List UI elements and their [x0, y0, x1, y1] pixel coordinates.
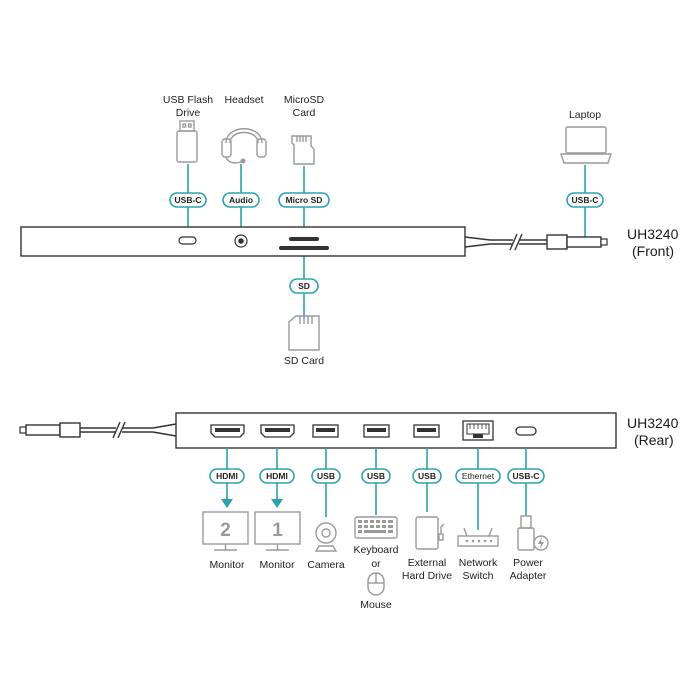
svg-text:USB: USB	[418, 471, 436, 481]
microsd-card-label-2: Card	[293, 107, 316, 119]
svg-text:HDMI: HDMI	[266, 471, 288, 481]
svg-text:HDMI: HDMI	[216, 471, 238, 481]
svg-text:USB: USB	[317, 471, 335, 481]
laptop-label: Laptop	[569, 109, 601, 121]
monitor-1-number: 1	[272, 520, 283, 541]
power-adapter-icon	[517, 515, 549, 551]
ethernet-badge: Ethernet	[455, 468, 501, 484]
rear-cable	[19, 421, 177, 439]
hdmi-2-arrow	[271, 499, 283, 508]
svg-text:USB-C: USB-C	[513, 471, 540, 481]
usb-c-badge: USB-C	[169, 192, 207, 208]
svg-text:Audio: Audio	[229, 195, 253, 205]
rear-hub-body	[175, 412, 617, 449]
rear-model-label: UH3240	[627, 415, 679, 431]
audio-jack-hole	[238, 238, 244, 244]
external-hard-drive-label-2: Hard Drive	[402, 570, 452, 582]
hdmi-badge-1: HDMI	[209, 468, 245, 484]
network-switch-label-2: Switch	[463, 570, 494, 582]
monitor-b-label: Monitor	[259, 559, 295, 571]
power-adapter-label-1: Power	[513, 557, 543, 569]
camera-icon	[314, 522, 338, 552]
ethernet-port	[462, 420, 494, 441]
sd-badge: SD	[289, 278, 319, 294]
hdmi-badge-2: HDMI	[259, 468, 295, 484]
usb-flash-drive-icon	[176, 120, 198, 163]
mouse-icon	[367, 572, 385, 596]
audio-badge: Audio	[222, 192, 260, 208]
sd-card-icon	[288, 315, 320, 351]
microsd-slot	[289, 237, 319, 241]
usb-badge-2: USB	[361, 468, 391, 484]
microsd-card-icon	[291, 135, 315, 165]
front-side-label: (Front)	[632, 243, 674, 259]
external-hard-drive-label-1: External	[408, 557, 447, 569]
monitor-1-icon: 1	[254, 511, 301, 551]
front-model-label: UH3240	[627, 226, 679, 242]
svg-text:Micro SD: Micro SD	[286, 195, 323, 205]
front-section: USB Flash Drive Headset MicroSD Card Lap…	[20, 94, 679, 367]
usb-flash-drive-label-1: USB Flash	[163, 94, 213, 106]
monitor-2-number: 2	[220, 520, 231, 541]
keyboard-icon	[354, 516, 398, 539]
headset-label: Headset	[224, 94, 263, 106]
microsd-card-label-1: MicroSD	[284, 94, 325, 106]
mouse-label: Mouse	[360, 599, 392, 611]
sd-slot	[279, 246, 329, 250]
usb-c-rear-badge: USB-C	[507, 468, 545, 484]
svg-text:SD: SD	[298, 281, 310, 291]
external-hard-drive-icon	[415, 516, 445, 550]
hdmi-1-arrow	[221, 499, 233, 508]
usb-badge-3: USB	[412, 468, 442, 484]
network-switch-label-1: Network	[459, 557, 498, 569]
monitor-2-icon: 2	[202, 511, 249, 551]
usb-c-port	[178, 236, 197, 245]
svg-text:USB-C: USB-C	[572, 195, 599, 205]
svg-text:USB: USB	[367, 471, 385, 481]
usb-badge-1: USB	[311, 468, 341, 484]
power-adapter-label-2: Adapter	[510, 570, 547, 582]
monitor-a-label: Monitor	[209, 559, 245, 571]
rear-section: UH3240 (Rear) HDMI HDMI USB USB	[19, 412, 679, 611]
svg-text:USB-C: USB-C	[175, 195, 202, 205]
keyboard-label: Keyboard	[354, 544, 399, 556]
sd-card-label: SD Card	[284, 355, 324, 367]
or-label: or	[371, 558, 381, 570]
micro-sd-badge: Micro SD	[278, 192, 330, 208]
rear-usb-c-port	[515, 426, 537, 436]
rear-side-label: (Rear)	[634, 432, 674, 448]
usb-flash-drive-label-2: Drive	[176, 107, 201, 119]
camera-label: Camera	[307, 559, 345, 571]
laptop-usb-c-badge: USB-C	[566, 192, 604, 208]
headset-icon	[221, 128, 267, 164]
laptop-icon	[560, 126, 612, 164]
svg-text:Ethernet: Ethernet	[462, 471, 495, 481]
front-cable	[464, 233, 608, 251]
network-switch-icon	[457, 527, 499, 547]
